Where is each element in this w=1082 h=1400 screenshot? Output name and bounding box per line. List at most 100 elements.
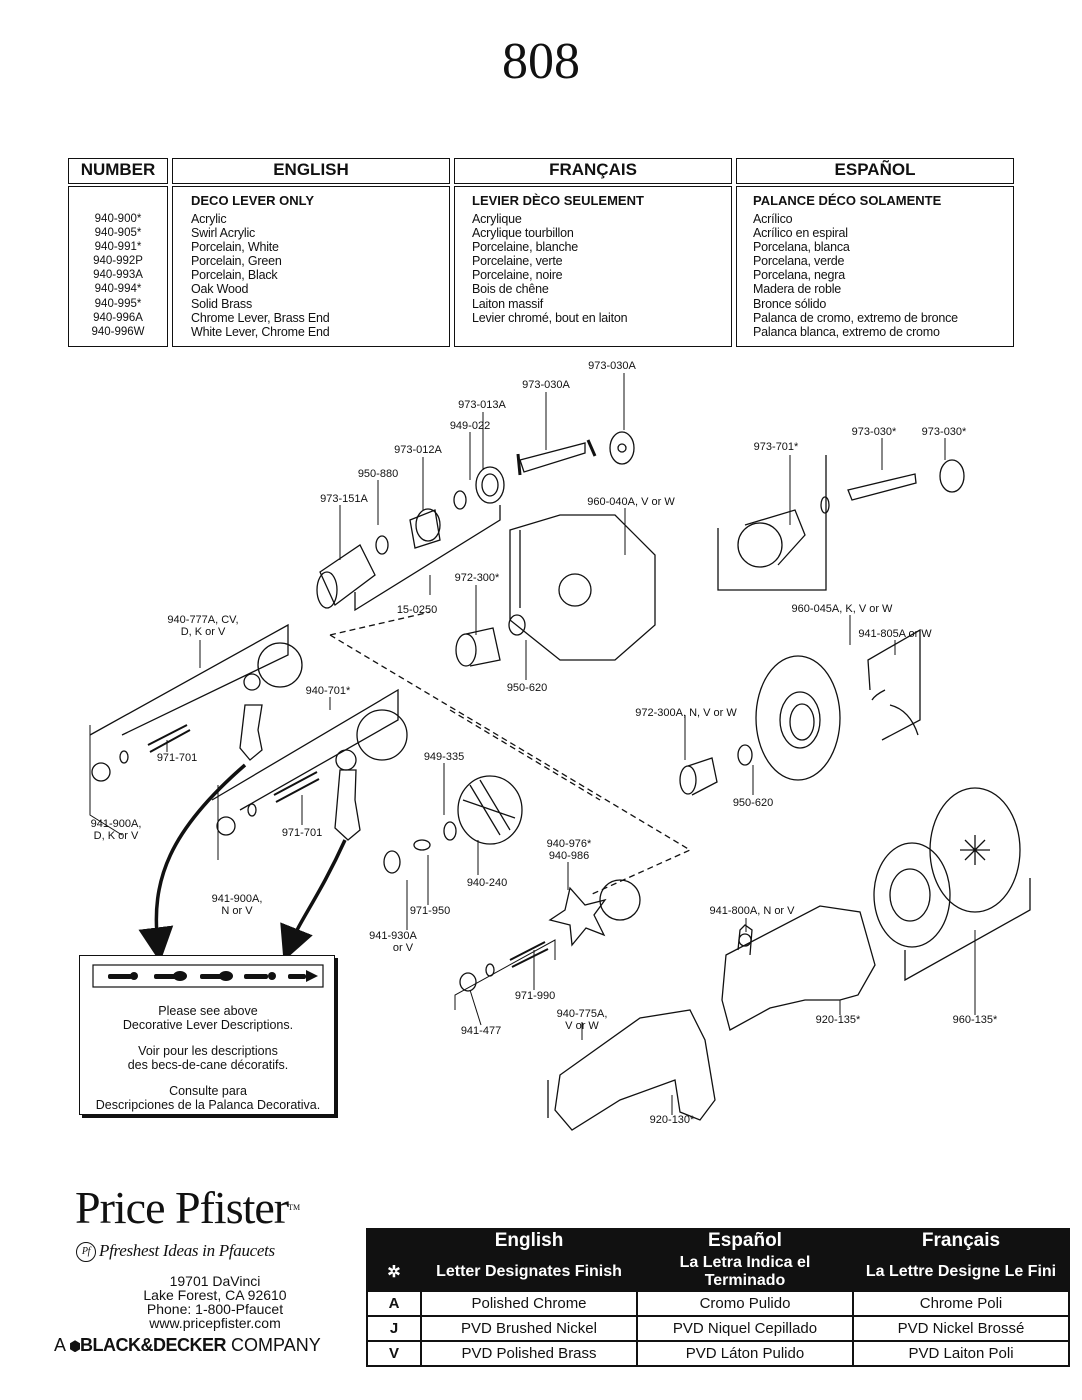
part-label-973-030a: 973-030A bbox=[588, 360, 636, 372]
part-number: 940-900* bbox=[94, 213, 142, 225]
part-label-940-976: 940-976* 940-986 bbox=[547, 838, 592, 862]
part-label-940-775a: 940-775A, V or W bbox=[557, 1008, 608, 1032]
part-label-949-335: 949-335 bbox=[423, 751, 465, 763]
finish-symbol-cell: ✲ bbox=[366, 1252, 422, 1292]
part-number: 940-996A bbox=[93, 311, 143, 324]
part-desc-francais: Porcelaine, blanche bbox=[472, 240, 578, 255]
part-label-line: D, K or V bbox=[180, 626, 226, 638]
header-english: ENGLISH bbox=[172, 158, 450, 184]
finish-language-row: English Español Français bbox=[366, 1228, 1070, 1254]
address-line: Lake Forest, CA 92610 bbox=[143, 1287, 287, 1303]
francais-section-title: LEVIER DÈCO SEULEMENT bbox=[472, 193, 644, 208]
lever-icon-5 bbox=[288, 970, 318, 982]
finish-code: J bbox=[366, 1315, 422, 1342]
part-label-971-701: 971-701 bbox=[156, 752, 198, 764]
finish-francais: PVD Laiton Poli bbox=[852, 1340, 1070, 1367]
part-desc-english: Oak Wood bbox=[191, 282, 249, 297]
part-label-973-030: 973-030* bbox=[921, 426, 967, 438]
brand-address: 19701 DaVinci Lake Forest, CA 92610 Phon… bbox=[95, 1274, 335, 1330]
part-label-15-0250: 15-0250 bbox=[396, 604, 438, 616]
part-label-line: 941-900A, bbox=[211, 893, 263, 905]
part-label-940-701: 940-701* bbox=[305, 685, 351, 697]
part-number: 940-991* bbox=[94, 241, 142, 254]
decorative-lever-note-box: Please see above Decorative Lever Descri… bbox=[79, 955, 335, 1115]
part-label-line: V or W bbox=[565, 1020, 599, 1032]
part-label-950-620: 950-620 bbox=[506, 682, 548, 694]
part-desc-francais: Levier chromé, bout en laiton bbox=[472, 310, 628, 325]
part-label-line: N or V bbox=[221, 905, 253, 917]
finish-row: V PVD Polished Brass PVD Láton Pulido PV… bbox=[366, 1340, 1070, 1367]
finish-espanol: Cromo Pulido bbox=[636, 1290, 854, 1317]
parent-suffix: COMPANY bbox=[231, 1335, 321, 1355]
black-decker-hex-icon bbox=[70, 1340, 81, 1353]
part-number: 940-993A bbox=[93, 269, 143, 282]
part-label-line: or V bbox=[392, 942, 414, 954]
part-desc-espanol: Palanca blanca, extremo de cromo bbox=[753, 324, 940, 339]
part-label-973-030a: 973-030A bbox=[522, 379, 570, 391]
part-label-949-022: 949-022 bbox=[449, 420, 491, 432]
parent-company-line: A BLACK&DECKER COMPANY bbox=[54, 1335, 321, 1356]
part-desc-espanol: Madera de roble bbox=[753, 282, 842, 297]
lever-note-spanish: Consulte para Descripciones de la Palanc… bbox=[80, 1084, 336, 1112]
lever-icon-1 bbox=[108, 972, 138, 980]
header-number: NUMBER bbox=[68, 158, 168, 184]
lever-icon-4 bbox=[244, 972, 276, 980]
part-label-960-040a: 960-040A, V or W bbox=[587, 496, 675, 508]
part-desc-english: Porcelain, Black bbox=[191, 268, 278, 283]
page-title: 808 bbox=[502, 33, 580, 90]
espanol-section-title: PALANCE DÉCO SOLAMENTE bbox=[753, 193, 942, 208]
finish-lang-espanol: Español bbox=[636, 1228, 854, 1254]
lever-note-english: Please see above Decorative Lever Descri… bbox=[80, 1004, 336, 1032]
finish-sub-francais: La Lettre Designe Le Fini bbox=[852, 1252, 1070, 1292]
finish-code: V bbox=[366, 1340, 422, 1367]
note-line: Consulte para bbox=[169, 1084, 247, 1098]
part-desc-english: Solid Brass bbox=[191, 296, 253, 311]
note-line: Descripciones de la Palanca Decorativa. bbox=[95, 1098, 321, 1112]
brand-tm: TM bbox=[288, 1203, 301, 1212]
lever-icons-strip bbox=[92, 964, 324, 988]
part-label-960-045a: 960-045A, K, V or W bbox=[791, 603, 893, 615]
part-label-941-477: 941-477 bbox=[460, 1025, 502, 1037]
brand-logo-text: Price Pfister bbox=[75, 1182, 289, 1233]
finish-code: A bbox=[366, 1290, 422, 1317]
part-label-971-950: 971-950 bbox=[409, 905, 451, 917]
part-label-941-900a: 941-900A, D, K or V bbox=[91, 818, 142, 842]
finish-francais: PVD Nickel Brossé bbox=[852, 1315, 1070, 1342]
part-desc-francais: Acrylique tourbillon bbox=[472, 226, 574, 241]
part-desc-espanol: Porcelana, verde bbox=[753, 254, 845, 269]
finish-lang-francais: Français bbox=[852, 1228, 1070, 1254]
finish-english: Polished Chrome bbox=[420, 1290, 638, 1317]
part-desc-english: Porcelain, White bbox=[191, 240, 279, 255]
part-label-941-805a: 941-805A or W bbox=[858, 628, 932, 640]
part-desc-english: Acrylic bbox=[191, 212, 227, 226]
part-label-941-930a: 941-930A or V bbox=[369, 930, 417, 954]
part-number: 940-992P bbox=[93, 255, 143, 268]
finish-francais: Chrome Poli bbox=[852, 1290, 1070, 1317]
part-label-971-701: 971-701 bbox=[281, 827, 323, 839]
part-label-972-300a: 972-300A, N, V or W bbox=[635, 707, 737, 719]
finish-row: A Polished Chrome Cromo Pulido Chrome Po… bbox=[366, 1290, 1070, 1317]
note-line: Decorative Lever Descriptions. bbox=[122, 1018, 294, 1032]
part-number: 940-996W bbox=[91, 325, 145, 338]
address-url: www.pricepfister.com bbox=[149, 1315, 281, 1331]
part-label-940-240: 940-240 bbox=[466, 877, 508, 889]
finish-blank-cell bbox=[366, 1228, 422, 1254]
header-espanol: ESPAÑOL bbox=[736, 158, 1014, 184]
part-desc-espanol: Porcelana, negra bbox=[753, 268, 846, 283]
finish-english: PVD Brushed Nickel bbox=[420, 1315, 638, 1342]
part-desc-english: Chrome Lever, Brass End bbox=[191, 310, 330, 325]
finish-sub-english: Letter Designates Finish bbox=[420, 1252, 638, 1292]
part-label-920-135: 920-135* bbox=[815, 1014, 861, 1026]
part-label-950-880: 950-880 bbox=[357, 468, 399, 480]
finish-sub-espanol: La Letra Indica el Terminado bbox=[636, 1252, 854, 1292]
english-section-title: DECO LEVER ONLY bbox=[191, 193, 315, 208]
part-desc-english: White Lever, Chrome End bbox=[191, 324, 330, 339]
part-number: 940-995* bbox=[94, 297, 142, 310]
part-label-960-135: 960-135* bbox=[952, 1014, 998, 1026]
finish-espanol: PVD Niquel Cepillado bbox=[636, 1315, 854, 1342]
part-label-940-777a: 940-777A, CV, D, K or V bbox=[167, 614, 238, 638]
lever-icon-2 bbox=[154, 971, 187, 981]
